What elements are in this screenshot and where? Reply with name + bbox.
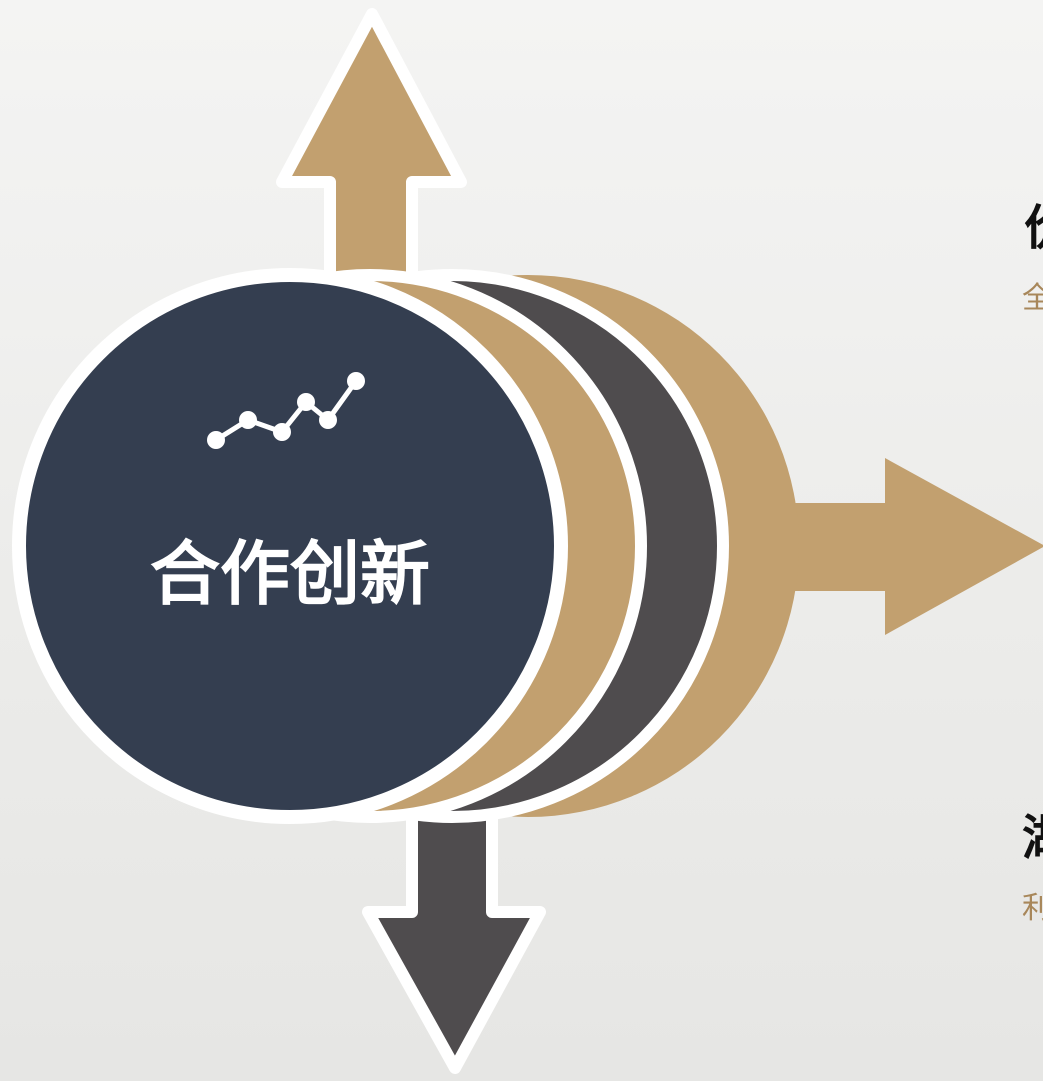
arrow-down <box>362 784 546 1074</box>
arrow-up <box>276 8 467 291</box>
item-2-subtitle: 利 <box>1022 891 1043 926</box>
item-1-subtitle: 全 <box>1022 281 1043 316</box>
main-navy-circle <box>12 268 568 824</box>
item-1-title: 价 <box>1024 200 1043 256</box>
item-2-title: 湖 <box>1022 810 1043 866</box>
center-title: 合作创新 <box>150 533 430 615</box>
arrow-right <box>760 458 1043 635</box>
trend-line-icon <box>207 372 365 449</box>
